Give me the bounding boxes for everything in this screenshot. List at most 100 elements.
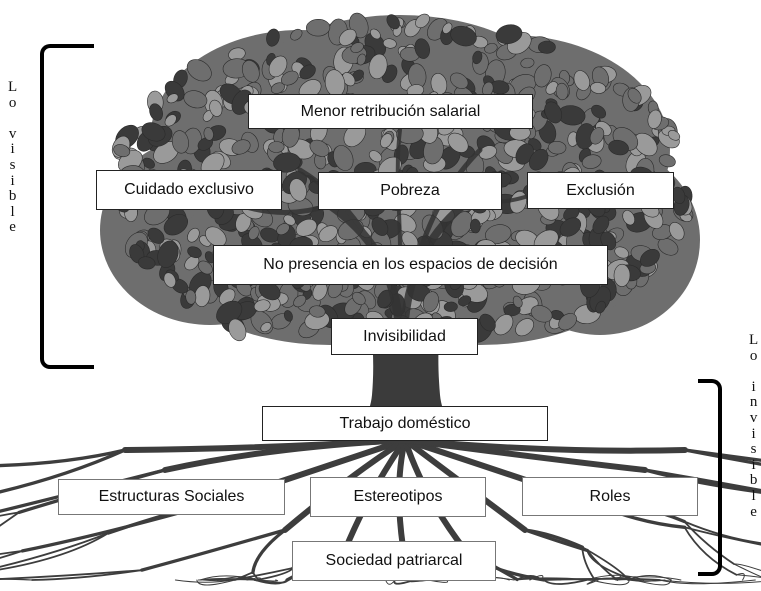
leaf (209, 99, 223, 117)
root-strand (122, 437, 408, 453)
root-strand (683, 448, 761, 466)
leaf (231, 139, 251, 155)
leaf (484, 43, 498, 54)
leaf (380, 133, 393, 149)
menor-retribucion-box: Menor retribución salarial (248, 94, 533, 129)
leaf (669, 222, 685, 241)
leaf (306, 18, 331, 37)
leaf (283, 310, 293, 322)
leaf (228, 318, 247, 342)
leaf (493, 314, 514, 336)
leaf (368, 150, 383, 163)
root-strand (0, 468, 167, 513)
leaf (198, 260, 213, 275)
no-presencia-box: No presencia en los espacios de decisión (213, 245, 608, 285)
vertical-letter: l (10, 203, 15, 220)
leaf (515, 318, 534, 337)
leaf (472, 50, 483, 65)
leaf (283, 214, 296, 226)
leaf (595, 300, 606, 314)
root-strand (683, 520, 761, 544)
leaf (555, 82, 569, 101)
vertical-letter: b (8, 188, 17, 205)
vertical-letter: i (10, 172, 15, 189)
leaf (470, 218, 481, 234)
leaf (627, 88, 642, 104)
leaf (164, 114, 177, 127)
leaf (478, 145, 497, 160)
vertical-letter: o (8, 94, 17, 111)
leaf (289, 178, 307, 202)
leaf (166, 93, 179, 104)
root-strand (0, 578, 33, 581)
leaf (205, 226, 227, 247)
leaf (639, 248, 660, 267)
leaf (591, 104, 607, 119)
visible-bracket (40, 44, 94, 369)
leaf (647, 109, 662, 129)
root-strand (0, 448, 127, 468)
vertical-letter: i (751, 456, 756, 473)
leaf (479, 313, 496, 332)
leaf (268, 55, 288, 78)
root-strand (581, 546, 630, 581)
leaf (197, 137, 213, 151)
leaf (203, 127, 214, 141)
leaf (622, 210, 636, 226)
leaf (415, 13, 430, 29)
leaf (186, 59, 212, 82)
root-strand (586, 579, 599, 585)
leaf (309, 305, 326, 318)
leaf (309, 139, 330, 157)
root-strand (683, 520, 735, 565)
leaf (183, 90, 208, 109)
root-strand (253, 579, 289, 584)
leaf (592, 215, 610, 234)
cuidado-exclusivo-box: Cuidado exclusivo (96, 170, 282, 210)
leaf (458, 295, 472, 307)
leaf (137, 256, 156, 270)
leaf (293, 294, 307, 308)
root-strand (643, 468, 761, 494)
leaf (382, 38, 397, 49)
leaf (260, 322, 272, 333)
root-strand (581, 546, 596, 581)
leaf (163, 272, 176, 288)
leaf (447, 132, 469, 153)
leaf (530, 305, 553, 323)
leaf (270, 82, 285, 94)
leaf (581, 154, 602, 169)
estereotipos-box: Estereotipos (310, 477, 486, 517)
leaf (350, 42, 364, 53)
leaf (547, 140, 567, 155)
leaf (157, 240, 179, 268)
vertical-letter: L (8, 79, 18, 95)
vertical-letter (752, 364, 756, 380)
leaf (241, 60, 260, 83)
root-strand (0, 532, 110, 568)
root-strand (174, 579, 233, 583)
root-strand (258, 579, 279, 582)
vertical-letter: l (751, 487, 756, 504)
root-strand (0, 448, 127, 494)
leaf (368, 53, 388, 80)
leaf (338, 28, 357, 46)
leaf (450, 25, 477, 47)
leaf (371, 217, 389, 236)
vertical-letter: e (9, 219, 16, 236)
leaf (248, 226, 260, 240)
leaf (318, 225, 338, 243)
root-strand (200, 578, 255, 581)
leaf (281, 70, 299, 86)
leaf (414, 38, 431, 59)
leaf (608, 139, 629, 156)
root-strand (736, 573, 745, 581)
leaf (333, 145, 354, 171)
leaf (149, 103, 163, 121)
leaf (147, 227, 165, 244)
exclusion-box: Exclusión (527, 172, 674, 209)
leaf (187, 246, 202, 259)
leaf (163, 214, 189, 236)
leaf (558, 313, 577, 331)
root-strand (627, 579, 658, 582)
